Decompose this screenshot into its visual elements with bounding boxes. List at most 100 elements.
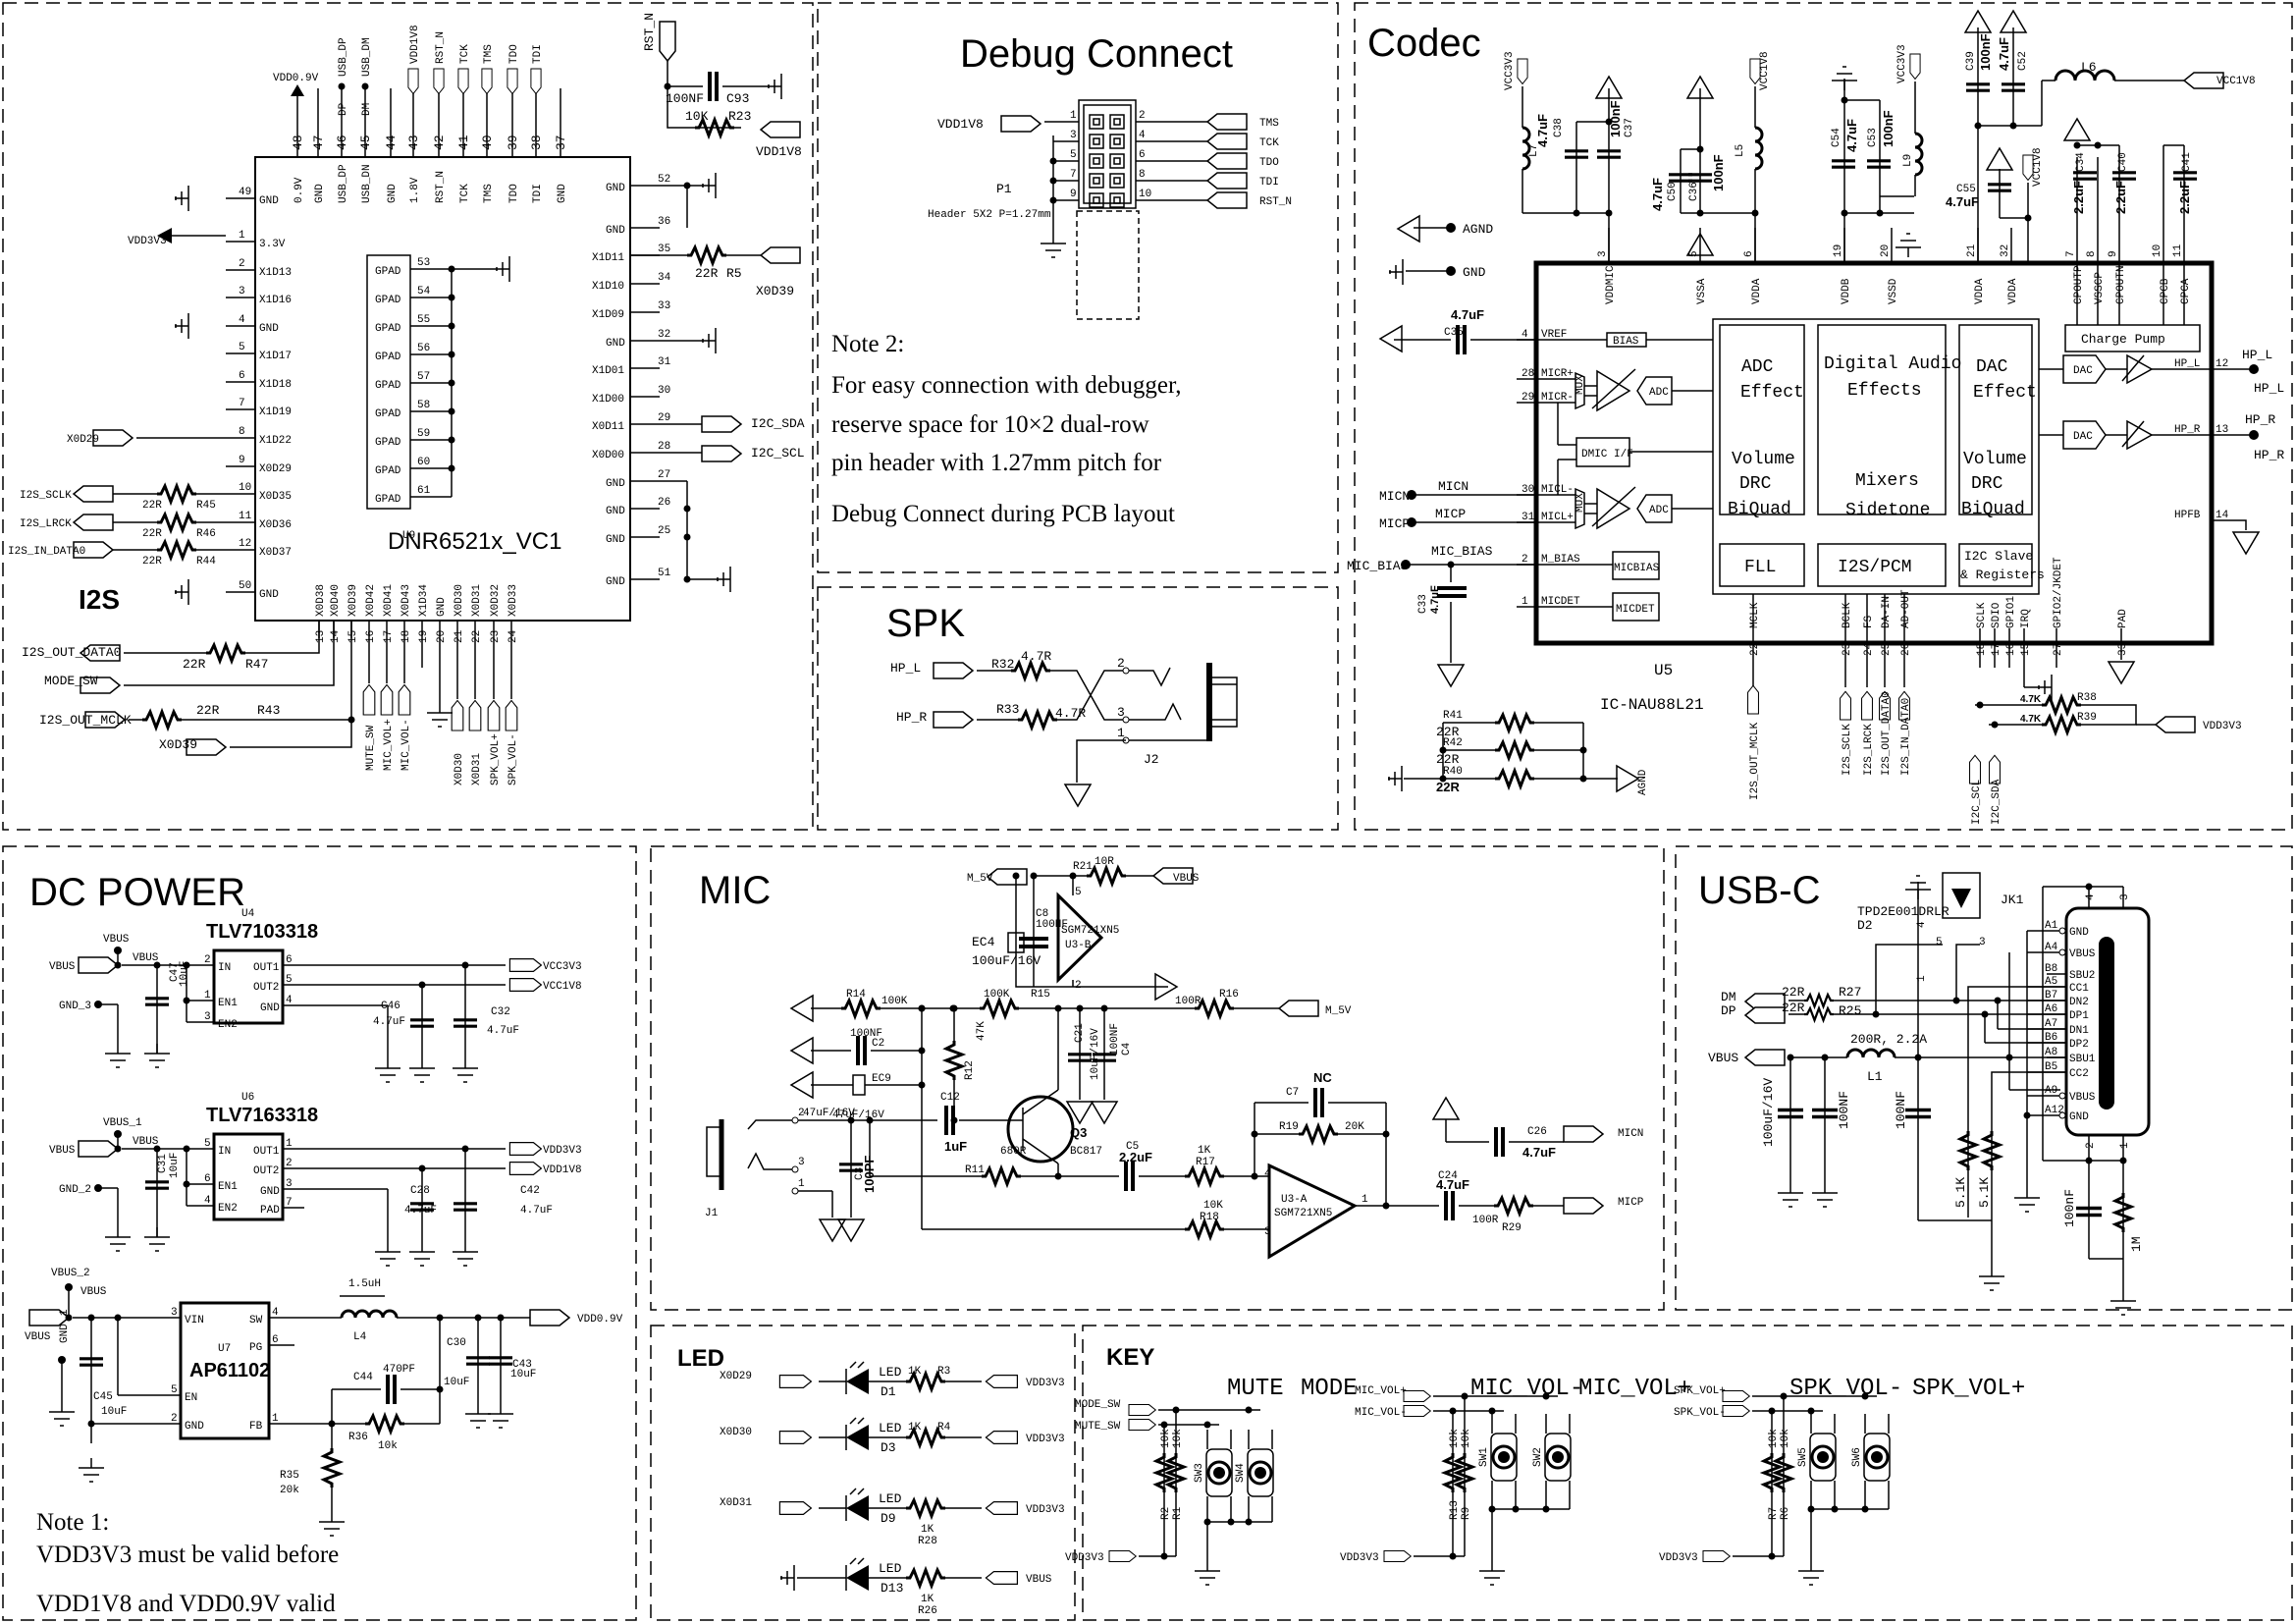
r17-resistor[interactable] <box>1183 1166 1226 1186</box>
switch-sw5[interactable] <box>1809 1433 1837 1482</box>
r26-resistor[interactable] <box>904 1568 947 1588</box>
r25-resistor[interactable] <box>1802 1006 1836 1022</box>
codec-pin-name: MICR+ <box>1541 368 1574 380</box>
esd-body[interactable] <box>1942 872 1981 919</box>
r47-resistor[interactable] <box>204 643 247 663</box>
l4-inductor[interactable] <box>340 1309 399 1319</box>
l6-inductor[interactable] <box>2054 69 2116 81</box>
r43-resistor[interactable] <box>140 710 184 730</box>
c93-capacitor[interactable] <box>708 70 719 103</box>
agnd-legend-icon <box>1397 215 1420 243</box>
l9-inductor[interactable] <box>1914 132 1924 177</box>
regulator-u4[interactable] <box>212 948 285 1025</box>
led-diode-icon[interactable] <box>846 1425 869 1450</box>
r40-resistor[interactable] <box>1493 769 1536 788</box>
switch-sw1[interactable] <box>1490 1433 1518 1482</box>
switch-sw2[interactable] <box>1544 1433 1572 1482</box>
l1-inductor[interactable] <box>1845 1048 1896 1058</box>
led-diode-icon[interactable] <box>846 1565 869 1591</box>
switch-sw3[interactable] <box>1205 1448 1233 1497</box>
switch-sw4[interactable] <box>1247 1448 1274 1497</box>
key-group-label: SPK_VOL+ <box>1912 1376 2025 1402</box>
r14-ref: R14 <box>846 989 866 1001</box>
led-diode-icon[interactable] <box>846 1495 869 1521</box>
key-group-label: MIC_VOL- <box>1470 1376 1583 1402</box>
c53-capacitor[interactable] <box>1865 159 1893 169</box>
r18-resistor[interactable] <box>1183 1219 1226 1239</box>
r42-resistor[interactable] <box>1493 740 1536 760</box>
c8-value: 100NF <box>1036 919 1068 931</box>
junction <box>1696 209 1704 217</box>
r27-value: 22R <box>1782 985 1805 1000</box>
l7-inductor[interactable] <box>1522 126 1531 171</box>
jack-housing <box>1208 677 1238 728</box>
r5-resistor[interactable] <box>685 245 728 265</box>
regulator-u6[interactable] <box>212 1132 285 1221</box>
r33-resistor[interactable] <box>1016 710 1059 730</box>
c41-capacitor[interactable] <box>2171 171 2199 181</box>
r15-resistor[interactable] <box>978 999 1021 1018</box>
r12-resistor[interactable] <box>944 1039 964 1082</box>
vdd3v3-label: VDD3V3 <box>1659 1552 1698 1564</box>
l6-ref: L6 <box>2081 60 2097 75</box>
codec-chip-ref: U5 <box>1654 662 1673 679</box>
r19-resistor[interactable] <box>1297 1124 1340 1144</box>
l5-inductor[interactable] <box>1754 126 1764 171</box>
wire <box>1875 944 1943 1014</box>
r28-resistor[interactable] <box>904 1498 947 1518</box>
debug-header-outer[interactable] <box>1078 99 1137 209</box>
mcu-chip-body[interactable] <box>254 156 631 622</box>
micp-port <box>1563 1197 1604 1215</box>
r45-resistor[interactable] <box>155 484 198 504</box>
r32-resistor[interactable] <box>1009 661 1052 680</box>
agnd-icon <box>1379 325 1403 352</box>
out2-port <box>508 1161 543 1176</box>
c33-capacitor[interactable] <box>1435 586 1468 598</box>
c40-capacitor[interactable] <box>2110 171 2138 181</box>
c2-capacitor[interactable] <box>856 1034 867 1067</box>
r36-resistor[interactable] <box>363 1414 406 1434</box>
header-pad-inner <box>1113 177 1121 185</box>
q3-transistor[interactable] <box>1006 1095 1075 1164</box>
r46-resistor[interactable] <box>155 513 198 532</box>
debug-net-label: RST_N <box>1259 196 1292 208</box>
r27-resistor[interactable] <box>1802 993 1836 1008</box>
led-output-port <box>985 1430 1019 1445</box>
r39-resistor[interactable] <box>2040 715 2083 734</box>
led-diode-icon[interactable] <box>846 1369 869 1394</box>
ec9-capacitor[interactable] <box>852 1074 866 1096</box>
ground-icon <box>104 1226 132 1252</box>
c38-ref: C38 <box>1553 118 1565 137</box>
r44-resistor[interactable] <box>155 540 198 560</box>
c7-capacitor[interactable] <box>1313 1086 1324 1119</box>
r41-resistor[interactable] <box>1493 713 1536 732</box>
c5-capacitor[interactable] <box>1124 1160 1135 1193</box>
junction <box>1861 1392 1869 1400</box>
i2c-scl-port <box>701 445 742 462</box>
u3a-opamp[interactable] <box>1267 1163 1359 1260</box>
c44-capacitor[interactable] <box>386 1373 397 1406</box>
regulator-u7[interactable] <box>179 1301 271 1440</box>
c40-ref: C40 <box>2117 152 2129 172</box>
ground-icon <box>174 578 189 606</box>
key-net-label: SPK_VOL+ <box>1674 1385 1726 1397</box>
c54-capacitor[interactable] <box>1830 159 1857 169</box>
dac-converter-icon <box>2062 354 2107 384</box>
usbc-pin-terminal <box>2058 927 2066 935</box>
c26-capacitor[interactable] <box>1494 1125 1505 1159</box>
j1-housing <box>706 1126 722 1177</box>
ec4-capacitor[interactable] <box>1007 932 1025 953</box>
c24-capacitor[interactable] <box>1444 1189 1455 1222</box>
net-port <box>468 699 482 731</box>
wire <box>1022 1138 1059 1164</box>
r11-resistor[interactable] <box>980 1166 1023 1186</box>
r38-resistor[interactable] <box>2040 695 2083 715</box>
c12-capacitor[interactable] <box>944 1104 955 1137</box>
r29-resistor[interactable] <box>1492 1196 1535 1216</box>
r14-resistor[interactable] <box>839 999 882 1018</box>
r35-resistor[interactable] <box>322 1446 342 1489</box>
switch-sw6[interactable] <box>1863 1433 1891 1482</box>
r21-resistor[interactable] <box>1085 866 1128 886</box>
vcc1v8-label: VCC1V8 <box>2216 76 2256 87</box>
u3b-opamp[interactable] <box>1056 892 1104 984</box>
